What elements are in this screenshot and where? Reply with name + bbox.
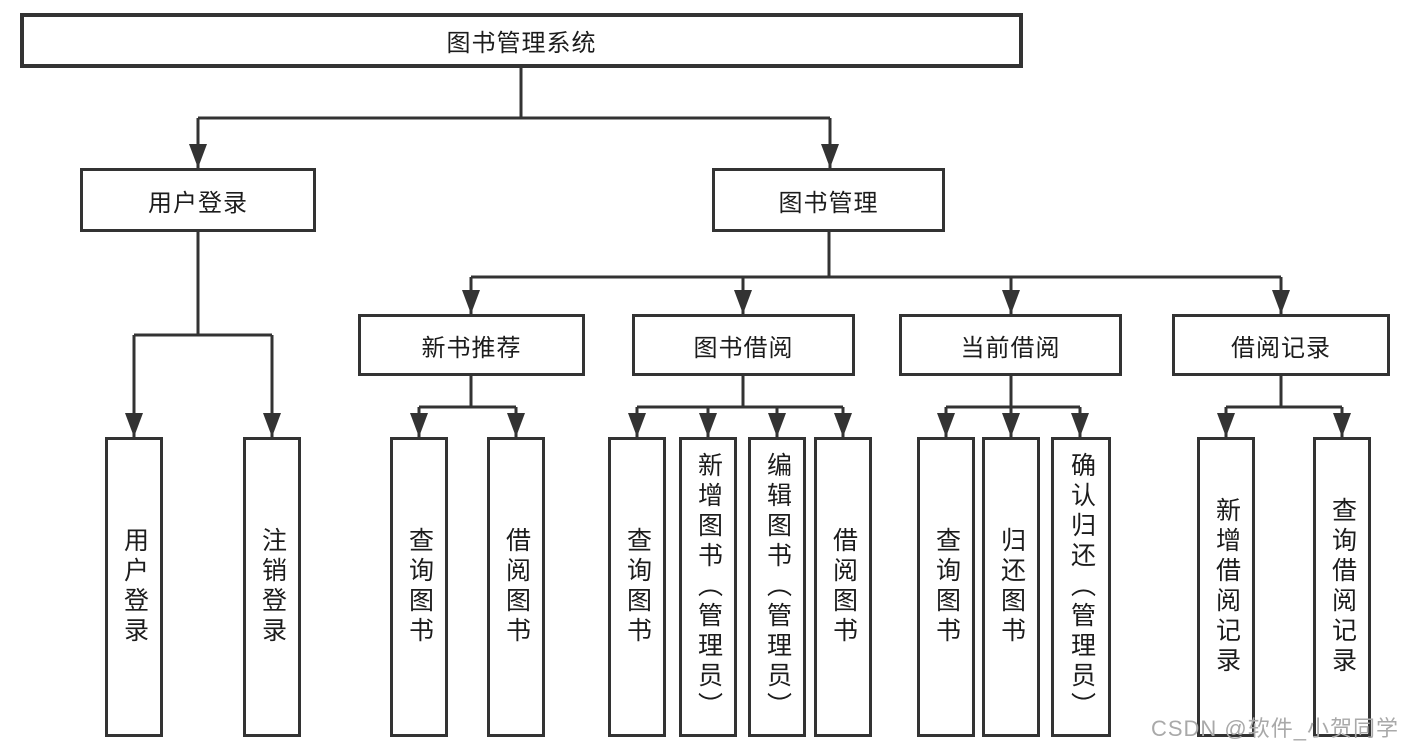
node-label: 归还图书 [997,527,1026,647]
node-label: 确认归还（管理员） [1067,452,1096,722]
node-leaf-query-books-current: 查询图书 [917,437,975,737]
node-label: 编辑图书（管理员） [763,452,792,722]
node-label: 查询图书 [405,527,434,647]
node-library-management-system: 图书管理系统 [20,13,1023,68]
node-borrowing-records: 借阅记录 [1172,314,1390,376]
node-label: 查询借阅记录 [1328,497,1357,677]
node-leaf-edit-book-admin: 编辑图书（管理员） [748,437,806,737]
node-new-book-recommendation: 新书推荐 [358,314,585,376]
node-leaf-query-books-borrow: 查询图书 [608,437,666,737]
node-leaf-query-books-recommend: 查询图书 [390,437,448,737]
node-label: 新增图书（管理员） [694,452,723,722]
node-label: 用户登录 [120,527,149,647]
node-label: 新书推荐 [421,334,522,362]
node-leaf-add-book-admin: 新增图书（管理员） [679,437,737,737]
node-label: 当前借阅 [960,334,1061,362]
node-label: 借阅图书 [502,527,531,647]
node-label: 借阅图书 [829,527,858,647]
node-leaf-borrow-books-recommend: 借阅图书 [487,437,545,737]
node-label: 查询图书 [932,527,961,647]
csdn-watermark: CSDN @软件_小贺同学 [1150,716,1399,741]
node-leaf-return-books: 归还图书 [982,437,1040,737]
node-leaf-query-borrow-record: 查询借阅记录 [1313,437,1371,737]
node-book-borrowing: 图书借阅 [632,314,855,376]
node-label: 图书管理系统 [446,30,597,57]
node-leaf-borrow-books: 借阅图书 [814,437,872,737]
node-label: 查询图书 [623,527,652,647]
node-book-management: 图书管理 [712,168,945,232]
node-current-borrowing: 当前借阅 [899,314,1122,376]
node-label: 注销登录 [258,527,287,647]
node-leaf-logout: 注销登录 [243,437,301,737]
node-label: 图书管理 [778,189,879,217]
node-leaf-add-borrow-record: 新增借阅记录 [1197,437,1255,737]
node-label: 借阅记录 [1231,334,1331,362]
node-leaf-user-login: 用户登录 [105,437,163,737]
node-label: 用户登录 [148,189,248,217]
node-label: 新增借阅记录 [1212,497,1241,677]
node-leaf-confirm-return-admin: 确认归还（管理员） [1051,437,1111,737]
node-label: 图书借阅 [693,334,794,362]
node-user-login: 用户登录 [80,168,316,232]
